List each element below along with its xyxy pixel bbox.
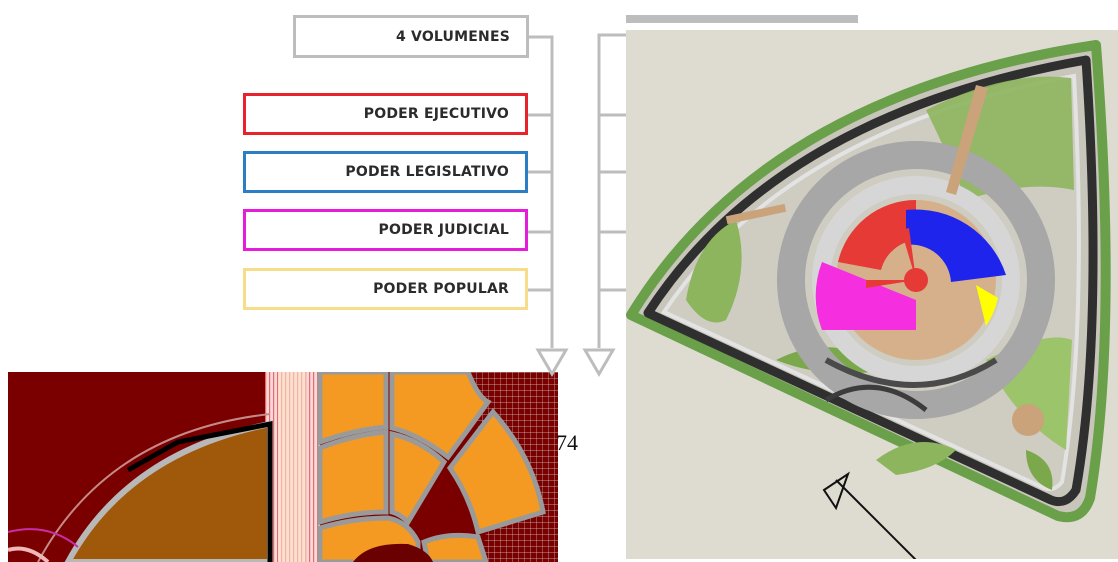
- paths: [725, 85, 1044, 436]
- curve-line: [8, 528, 79, 548]
- legend-item-popular: PODER POPULAR: [243, 268, 528, 310]
- down-arrow-icon: [535, 348, 569, 377]
- legend-label-popular: PODER POPULAR: [373, 281, 509, 297]
- north-arrow-icon: [822, 471, 917, 559]
- legend-item-judicial: PODER JUDICIAL: [243, 209, 528, 251]
- dark-cell: [353, 543, 433, 562]
- legend-label-legislative: PODER LEGISLATIVO: [345, 164, 509, 180]
- site-plan: [626, 30, 1118, 559]
- legend-label-judicial: PODER JUDICIAL: [378, 222, 509, 238]
- volumes-title-box: 4 VOLUMENES: [293, 15, 529, 58]
- legend-item-executive: PODER EJECUTIVO: [243, 93, 528, 135]
- detail-plan-fragment: [8, 372, 558, 562]
- legend-label-executive: PODER EJECUTIVO: [363, 106, 509, 122]
- brown-sector: [37, 413, 273, 562]
- page-number: 74: [556, 430, 578, 455]
- legend-item-legislative: PODER LEGISLATIVO: [243, 151, 528, 193]
- down-arrow-icon: [582, 348, 616, 377]
- volumes-title: 4 VOLUMENES: [396, 28, 510, 45]
- orange-cells: [317, 372, 546, 562]
- power-volumes: [815, 199, 1006, 360]
